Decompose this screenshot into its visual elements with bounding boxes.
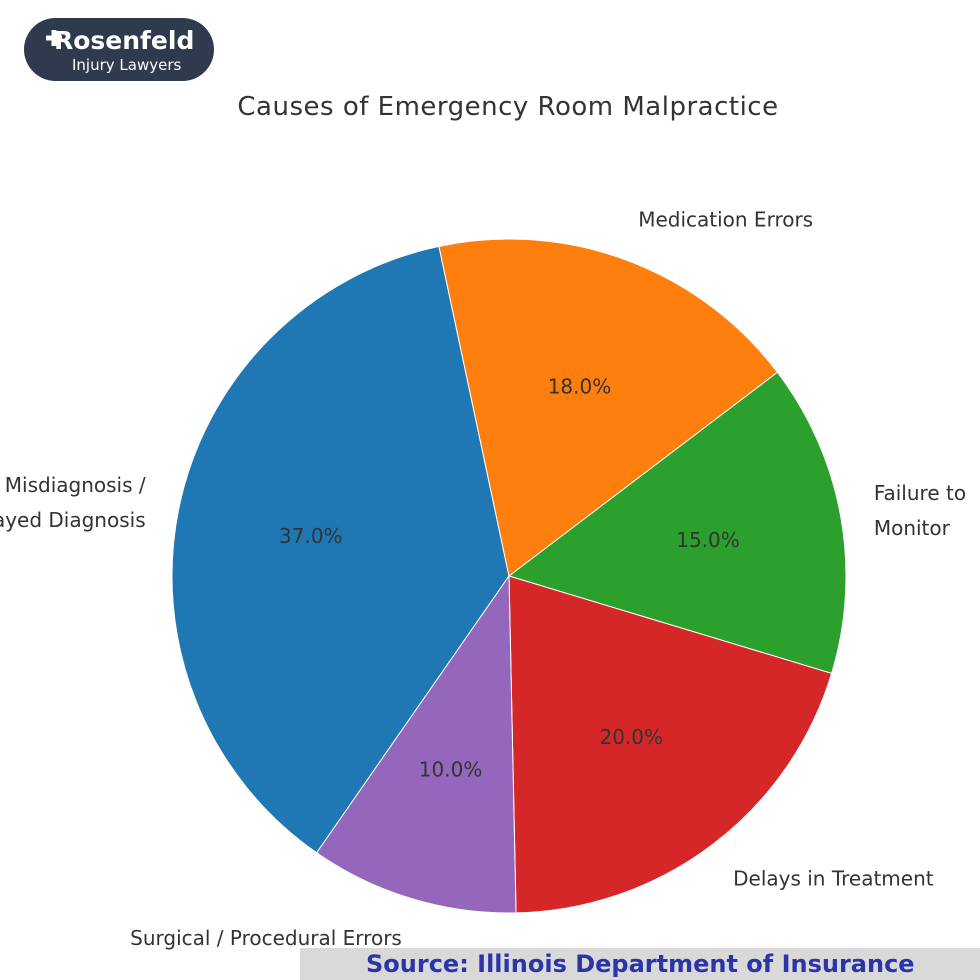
slice-label-misdiagnosis-delayed-diagnosis-line2: Delayed Diagnosis bbox=[0, 508, 146, 532]
pct-label-failure-to-monitor: 15.0% bbox=[676, 528, 740, 552]
slice-label-surgical-procedural-errors: Surgical / Procedural Errors bbox=[130, 926, 402, 950]
pie-slice-delays-in-treatment bbox=[508, 575, 833, 914]
pct-label-misdiagnosis-delayed-diagnosis: 37.0% bbox=[279, 524, 343, 548]
rosenfeld-logo: Rosenfeld Injury Lawyers bbox=[24, 18, 214, 81]
plus-icon bbox=[46, 30, 62, 46]
pct-label-medication-errors: 18.0% bbox=[548, 374, 612, 398]
logo-tagline: Injury Lawyers bbox=[72, 56, 182, 74]
slice-label-misdiagnosis-delayed-diagnosis-line1: Misdiagnosis / bbox=[5, 473, 146, 497]
pie-slice-medication-errors bbox=[438, 238, 779, 577]
source-text: Source: Illinois Department of Insurance bbox=[366, 950, 915, 978]
pct-label-surgical-procedural-errors: 10.0% bbox=[419, 758, 483, 782]
pie-slice-failure-to-monitor bbox=[507, 371, 847, 675]
logo-name: Rosenfeld bbox=[54, 26, 195, 55]
slice-label-medication-errors: Medication Errors bbox=[638, 208, 813, 232]
slice-label-delays-in-treatment: Delays in Treatment bbox=[733, 866, 934, 890]
pie-slice-surgical-procedural-errors bbox=[315, 574, 517, 914]
pct-label-delays-in-treatment: 20.0% bbox=[599, 725, 663, 749]
slice-label-failure-to-monitor-line1: Failure to bbox=[874, 481, 966, 505]
pie-slice-misdiagnosis-delayed-diagnosis bbox=[171, 245, 510, 854]
chart-title: Causes of Emergency Room Malpractice bbox=[237, 92, 779, 122]
source-bar: Source: Illinois Department of Insurance bbox=[300, 948, 980, 980]
slice-label-failure-to-monitor-line2: Monitor bbox=[874, 516, 951, 540]
